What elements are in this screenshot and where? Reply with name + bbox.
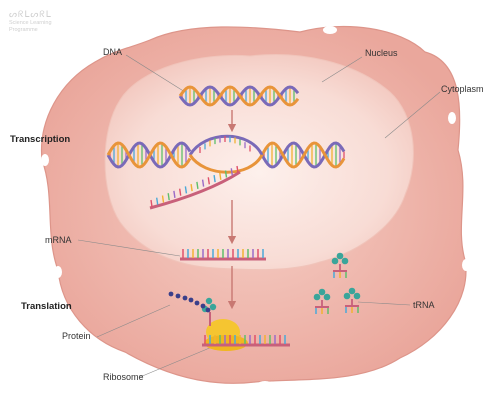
nascent-base: [224, 170, 228, 178]
amino-acid: [175, 293, 181, 299]
dna-strand: [106, 141, 192, 169]
dna-leader: [125, 54, 186, 93]
mrna-label: mRNA: [45, 235, 72, 245]
transcription-heading: Transcription: [10, 134, 71, 145]
trna-label: tRNA: [413, 300, 435, 310]
dna-strand: [106, 141, 192, 169]
mrna-strand: [180, 249, 266, 261]
amino-acid: [200, 303, 206, 309]
nascent-backbone: [149, 170, 241, 210]
nascent-base: [173, 190, 176, 198]
cytoplasm-leader: [384, 91, 441, 139]
nascent-base: [156, 197, 159, 205]
nucleus-leader: [321, 56, 363, 83]
trna-head: [331, 257, 339, 265]
logo: ᔕᖇᒪᔕᖇᒪ: [9, 9, 52, 19]
dna-strand: [260, 141, 346, 169]
trna-head: [348, 287, 356, 295]
trna-head: [313, 293, 321, 301]
trna-head: [353, 292, 361, 300]
amino-acid: [194, 300, 200, 306]
nascent-base: [150, 199, 153, 208]
nascent-base: [190, 184, 193, 192]
logo-line-1: Science Learning: [9, 20, 52, 26]
nascent-base: [161, 195, 165, 203]
nucleus-body: [104, 54, 414, 271]
nascent-base: [219, 172, 222, 180]
amino-acid: [168, 291, 174, 297]
trna-head: [318, 288, 326, 296]
cytoplasm-label: Cytoplasm: [441, 84, 484, 94]
nascent-base: [236, 165, 239, 174]
protein-chain: [168, 291, 211, 313]
dna-label: DNA: [103, 47, 123, 57]
dna-unwinding-helix: [106, 134, 346, 174]
nascent-base: [167, 193, 170, 201]
nascent-mrna-strand: [149, 165, 241, 210]
ribosome-label: Ribosome: [103, 372, 144, 382]
trna-head: [323, 293, 331, 301]
open-strand-bottom: [188, 154, 264, 174]
ribosome-leader: [139, 346, 213, 378]
trna-head: [336, 252, 344, 260]
nascent-base: [230, 168, 233, 176]
leader-lines: [77, 54, 441, 378]
dna-strand: [260, 141, 346, 169]
logo-line-2: Programme: [9, 27, 38, 33]
nascent-base: [184, 186, 188, 194]
protein-label: Protein: [62, 331, 91, 341]
trna-leader: [357, 301, 411, 306]
open-strand-top: [188, 134, 264, 156]
logo-caption: Science Learning Programme: [9, 20, 52, 34]
nascent-base: [213, 175, 216, 183]
bound-trna-head: [209, 303, 217, 311]
trna-head: [341, 257, 349, 265]
nascent-base: [207, 177, 210, 185]
nascent-base: [196, 181, 199, 189]
mrna-leader: [77, 239, 181, 257]
amino-acid: [182, 295, 188, 301]
bound-trna-head: [205, 297, 213, 305]
nucleus-label: Nucleus: [365, 48, 398, 58]
nascent-base: [179, 188, 182, 196]
dna-strand: [178, 85, 300, 107]
trna-head: [343, 292, 351, 300]
ribosome-complex: [201, 297, 290, 351]
translation-heading: Translation: [21, 301, 72, 312]
amino-acid: [205, 307, 211, 313]
amino-acid: [188, 297, 194, 303]
trna-molecules: [313, 252, 361, 314]
dna-double-helix: [178, 85, 300, 107]
nascent-base: [201, 179, 205, 187]
protein-leader: [96, 304, 171, 338]
membrane-notches: [41, 26, 470, 387]
